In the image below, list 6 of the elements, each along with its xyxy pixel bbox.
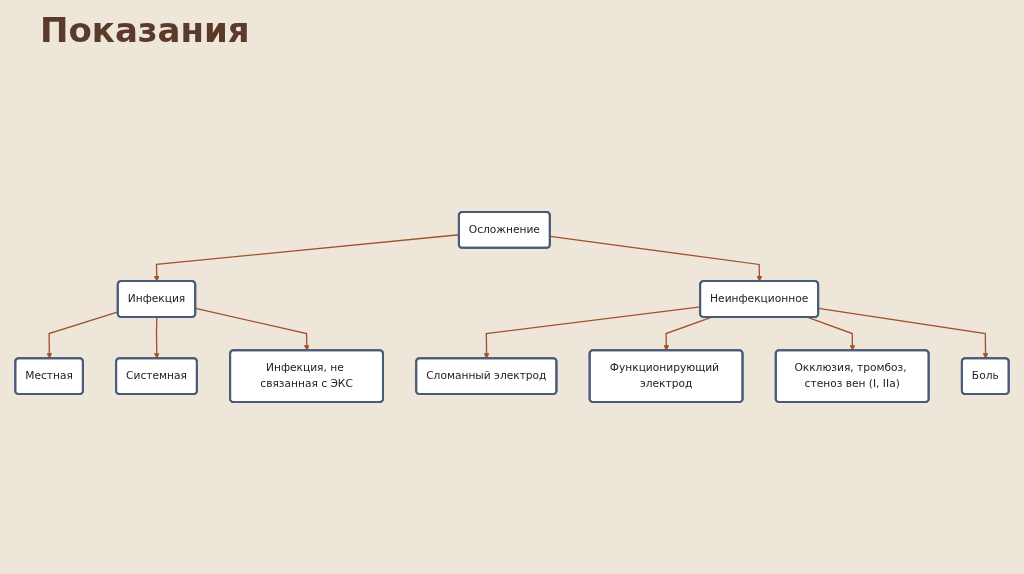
arrow bbox=[549, 235, 763, 282]
arrow bbox=[46, 311, 119, 359]
arrow bbox=[807, 316, 856, 351]
arrow bbox=[153, 316, 160, 359]
slide-title: Показания bbox=[40, 10, 250, 50]
arrow bbox=[663, 316, 712, 351]
